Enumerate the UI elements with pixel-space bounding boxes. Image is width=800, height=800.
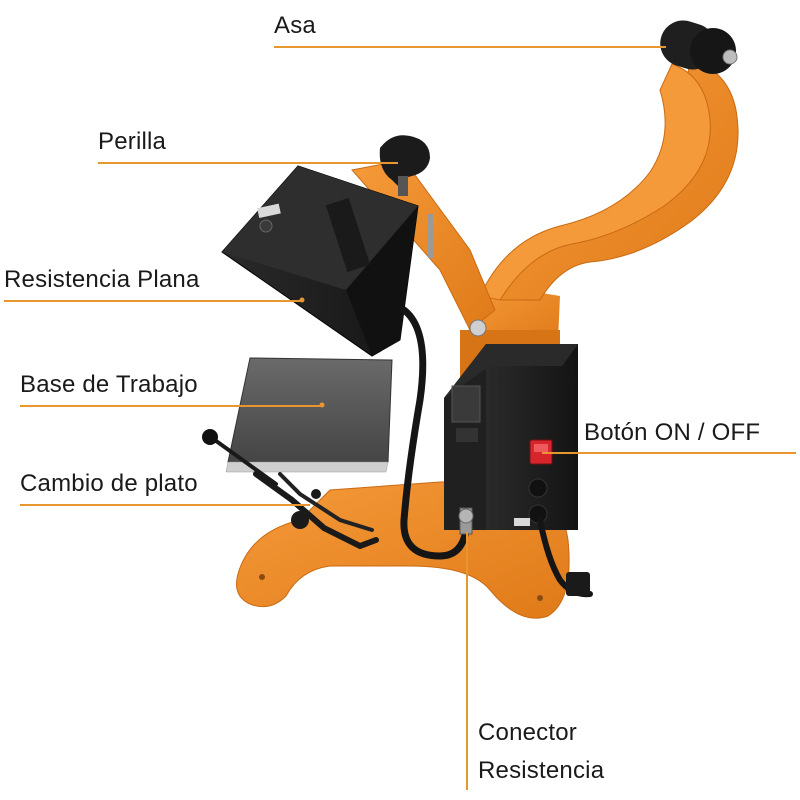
rear-connector-1 [528,478,548,498]
resistance-connector-nut [458,508,474,524]
leader-asa [274,46,666,48]
label-resistencia-plana: Resistencia Plana [4,266,200,293]
leader-dot-base-de-trabajo [319,402,325,408]
plate-change-knob [291,511,309,529]
handle-bolt [722,49,738,65]
control-box-side [486,344,578,530]
on-off-switch-highlight [534,444,548,452]
rear-tag [514,518,530,526]
control-box-top [444,344,578,398]
heat-plate-side [346,206,418,356]
plate-change-screw [311,489,321,499]
label-boton-on-off: Botón ON / OFF [584,419,761,446]
label-cambio-de-plato: Cambio de plato [20,470,198,497]
label-conector: Conector [478,719,577,746]
work-base-plate [227,357,393,463]
base-screw-left [259,574,265,580]
label-asa: Asa [274,12,316,39]
base-screw-right [537,595,543,601]
heat-plate-bracket [325,198,371,272]
leader-dot-resistencia-plana [299,297,305,303]
leader-boton-on-off [542,452,796,454]
plate-change-bracket-2 [278,472,374,532]
label-perilla: Perilla [98,128,167,155]
power-plug [566,572,590,596]
knob [379,135,430,186]
control-display [451,385,481,423]
leader-perilla [98,162,398,164]
heat-plate-top [222,166,418,290]
label-base-de-trabajo: Base de Trabajo [20,371,198,398]
handle-grip-2 [690,28,736,74]
plate-change-bracket [253,471,379,550]
heat-plate-screw [259,219,273,233]
linkage-rod-2 [428,214,433,258]
power-cable [400,306,470,560]
plate-change-lever-ball [202,429,218,445]
handle-arm-front [479,63,711,301]
heat-plate-label [257,203,281,218]
leader-cambio-de-plato [20,504,310,506]
leader-resistencia-plana [4,300,302,302]
work-base-edge [225,461,389,473]
control-buttons [456,428,478,442]
leader-conector-resistencia [466,532,468,790]
plate-change-lever [210,436,278,486]
linkage-pivot-bottom [469,319,487,337]
label-resistencia: Resistencia [478,757,605,784]
leader-base-de-trabajo [20,405,322,407]
knob-stem [398,176,408,196]
